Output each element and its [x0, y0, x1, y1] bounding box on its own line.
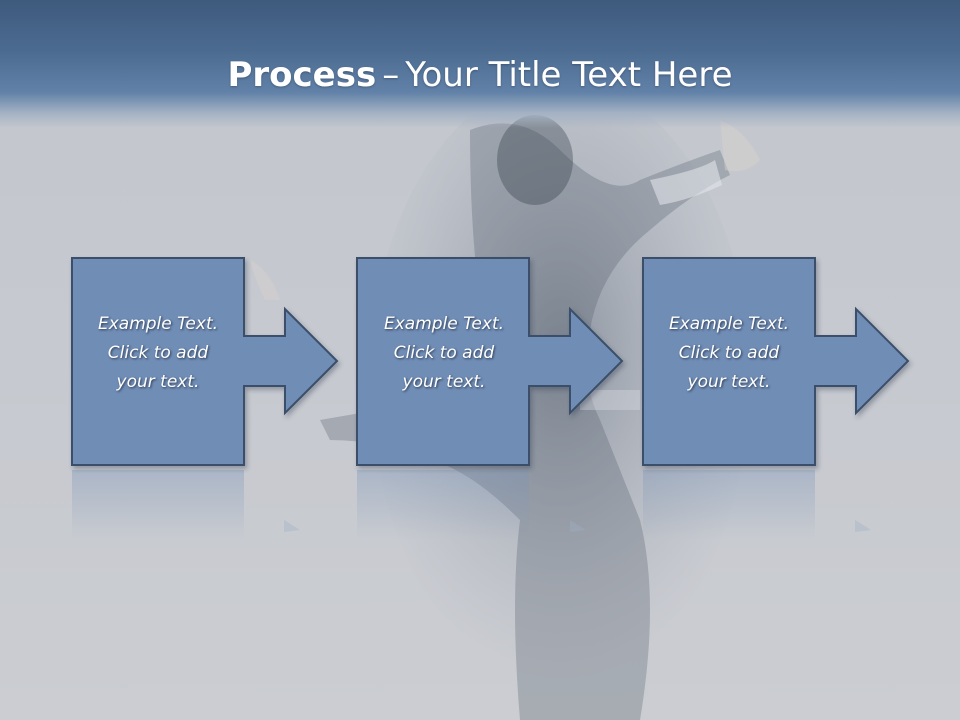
step-2-line-2: Click to add [393, 343, 495, 363]
title-bar [0, 0, 960, 128]
slide-title[interactable]: Process–Your Title Text Here [0, 52, 960, 98]
title-separator: – [382, 55, 400, 95]
title-bold: Process [227, 55, 377, 95]
step-2-line-3: your text. [402, 372, 486, 392]
step-3-line-3: your text. [687, 372, 771, 392]
step-3-box[interactable] [642, 257, 816, 466]
step-1-line-3: your text. [116, 372, 200, 392]
step-2-text[interactable]: Example Text. Click to add your text. [357, 310, 531, 397]
step-3-arrow[interactable] [812, 306, 910, 416]
step-1-box[interactable] [71, 257, 245, 466]
step-1-arrow[interactable] [241, 306, 339, 416]
step-2-line-1: Example Text. [383, 314, 505, 334]
step-1-text[interactable]: Example Text. Click to add your text. [71, 310, 245, 397]
step-3-line-1: Example Text. [668, 314, 790, 334]
reflections [72, 470, 871, 540]
step-1-line-2: Click to add [107, 343, 209, 363]
step-2-arrow[interactable] [526, 306, 624, 416]
step-3-text[interactable]: Example Text. Click to add your text. [642, 310, 816, 397]
step-3-line-2: Click to add [678, 343, 780, 363]
step-2-box[interactable] [356, 257, 530, 466]
step-1-line-1: Example Text. [97, 314, 219, 334]
title-rest: Your Title Text Here [405, 55, 733, 95]
